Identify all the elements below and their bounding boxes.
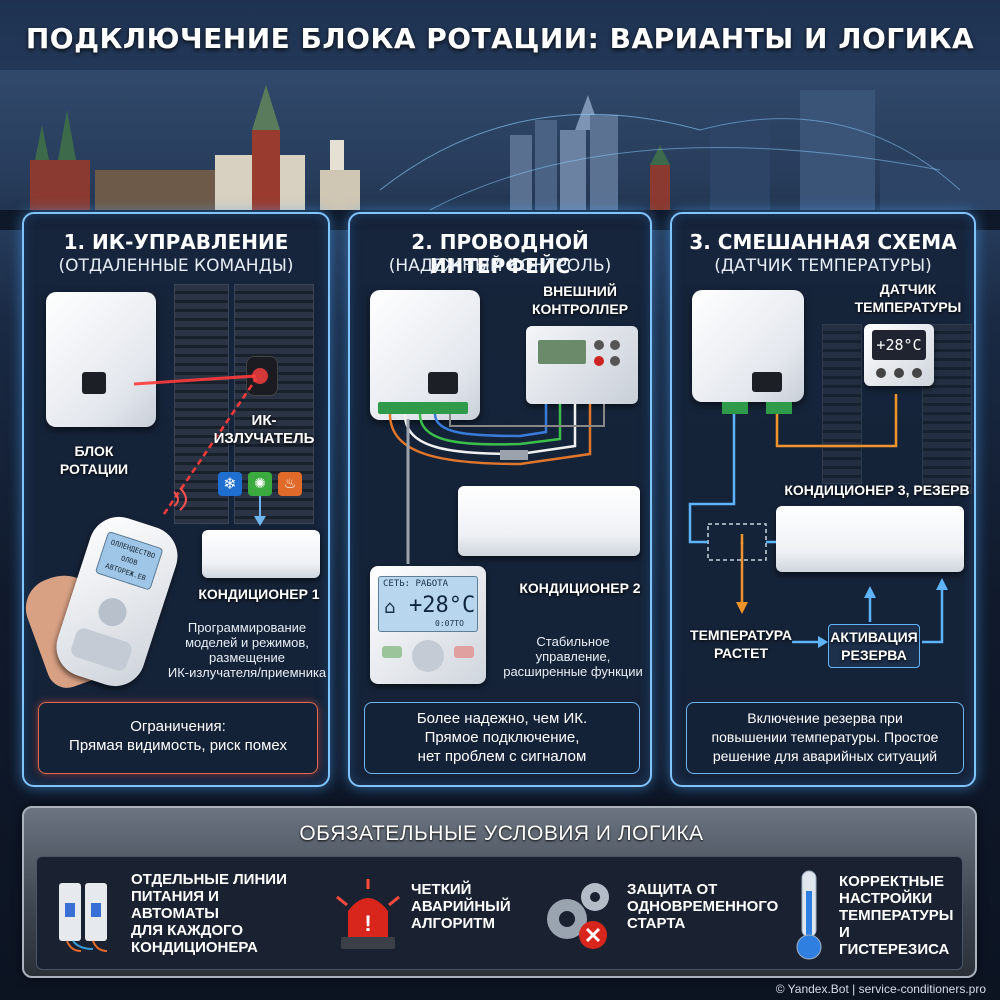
terminal-block xyxy=(378,402,468,414)
air-conditioner-3 xyxy=(776,506,964,572)
panel-1-subtitle: (ОТДАЛЕННЫЕ КОМАНДЫ) xyxy=(58,256,294,276)
circuit-breaker-icon xyxy=(53,877,117,953)
sensor-temperature-readout: +28°C xyxy=(876,336,922,354)
panel-2-info-text: Более надежно, чем ИК. Прямое подключени… xyxy=(416,710,588,765)
rotation-unit-device xyxy=(692,290,804,402)
panel-3-info-text: Включение резерва при повышении температ… xyxy=(711,710,939,764)
condition-text-2: ЧЕТКИЙ АВАРИЙНЫЙ АЛГОРИТМ xyxy=(411,881,511,932)
heat-icon: ♨ xyxy=(278,472,302,496)
mandatory-conditions-panel: ОБЯЗАТЕЛЬНЫЕ УСЛОВИЯ И ЛОГИКА ОТДЕЛЬНЫЕ … xyxy=(22,806,977,978)
conditions-title: ОБЯЗАТЕЛЬНЫЕ УСЛОВИЯ И ЛОГИКА xyxy=(299,822,704,845)
gears-icon xyxy=(537,873,617,957)
panel-ir-control: 1. ИК-УПРАВЛЕНИЕ (ОТДАЛЕННЫЕ КОМАНДЫ) БЛ… xyxy=(22,212,330,787)
wall-panel-status: СЕТЬ: РАБОТА xyxy=(383,579,449,589)
air-conditioner-2 xyxy=(458,486,640,556)
temperature-sensor-label: ДАТЧИК ТЕМПЕРАТУРЫ xyxy=(854,281,962,315)
external-controller-device xyxy=(526,326,638,404)
fan-icon: ✺ xyxy=(248,472,272,496)
activation-box: АКТИВАЦИЯ РЕЗЕРВА xyxy=(828,624,920,668)
panel-2-description: Стабильное управление, расширенные функц… xyxy=(503,634,643,679)
terminal-block xyxy=(722,402,748,414)
panel-3-title: 3. СМЕШАННАЯ СХЕМА xyxy=(689,230,957,254)
panel-3-info-box: Включение резерва при повышении температ… xyxy=(686,702,964,774)
remote-screen-text: ОЛЛЕНДЕСТВО ОЛОВ АВТОРЕЖ.ЕВ xyxy=(104,538,157,583)
rotation-unit-device xyxy=(46,292,156,427)
panel-2-subtitle: (НАДЕЖНЫЙ КОНТРОЛЬ) xyxy=(388,256,612,276)
snowflake-icon: ❄ xyxy=(218,472,242,496)
ac-1-label: КОНДИЦИОНЕР 1 xyxy=(198,586,320,602)
panel-3-subtitle: (ДАТЧИК ТЕМПЕРАТУРЫ) xyxy=(714,256,932,276)
city-skyline-illustration xyxy=(0,70,1000,230)
temperature-sensor-device: +28°C xyxy=(864,324,934,386)
wall-panel-screen: СЕТЬ: РАБОТА ⌂ +28°C 0:07ТО xyxy=(378,576,478,632)
rotation-unit-label: БЛОК РОТАЦИИ xyxy=(59,443,129,477)
condition-text-1: ОТДЕЛЬНЫЕ ЛИНИИ ПИТАНИЯ И АВТОМАТЫ ДЛЯ К… xyxy=(131,871,287,956)
condition-text-4: КОРРЕКТНЫЕ НАСТРОЙКИ ТЕМПЕРАТУРЫ И ГИСТЕ… xyxy=(839,873,954,958)
page-title: ПОДКЛЮЧЕНИЕ БЛОКА РОТАЦИИ: ВАРИАНТЫ И ЛО… xyxy=(25,22,975,55)
temperature-rises-label: ТЕМПЕРАТУРА РАСТЕТ xyxy=(690,627,792,661)
condition-text-3: ЗАЩИТА ОТ ОДНОВРЕМЕННОГО СТАРТА xyxy=(627,881,779,932)
thermometer-icon xyxy=(789,867,829,963)
air-conditioner-1 xyxy=(202,530,320,578)
panel-2-info-box: Более надежно, чем ИК. Прямое подключени… xyxy=(364,702,640,774)
logic-arrows xyxy=(688,394,948,648)
conditions-list: ОТДЕЛЬНЫЕ ЛИНИИ ПИТАНИЯ И АВТОМАТЫ ДЛЯ К… xyxy=(36,856,963,970)
home-icon: ⌂ xyxy=(384,597,396,618)
ac-3-label: КОНДИЦИОНЕР 3, РЕЗЕРВ xyxy=(784,482,970,498)
activation-label: АКТИВАЦИЯ РЕЗЕРВА xyxy=(830,629,918,663)
wall-panel-temperature: +28°C xyxy=(409,593,476,618)
remote-screen: ОЛЛЕНДЕСТВО ОЛОВ АВТОРЕЖ.ЕВ xyxy=(94,530,164,591)
ir-emitter-label: ИК- ИЗЛУЧАТЕЛЬ xyxy=(213,412,315,447)
panel-1-limitations-text: Ограничения: Прямая видимость, риск поме… xyxy=(69,718,287,754)
ac-2-label: КОНДИЦИОНЕР 2 xyxy=(519,580,641,596)
wiring xyxy=(388,404,605,564)
panel-wired-interface: 2. ПРОВОДНОЙ ИНТЕРФЕЙС (НАДЕЖНЫЙ КОНТРОЛ… xyxy=(348,212,652,787)
server-rack xyxy=(822,324,862,484)
panel-1-title: 1. ИК-УПРАВЛЕНИЕ xyxy=(63,230,289,254)
rotation-unit-device xyxy=(370,290,480,420)
external-controller-label: ВНЕШНИЙ КОНТРОЛЛЕР xyxy=(531,283,629,317)
wall-panel-small-text: 0:07ТО xyxy=(435,619,464,628)
ir-beam xyxy=(133,368,268,526)
alarm-siren-icon: ! xyxy=(333,877,403,953)
watermark: © Yandex.Bot | service-conditioners.pro xyxy=(775,982,986,996)
terminal-block xyxy=(766,402,792,414)
panel-1-limitations-box: Ограничения: Прямая видимость, риск поме… xyxy=(38,702,318,774)
panel-2-title: 2. ПРОВОДНОЙ ИНТЕРФЕЙС xyxy=(411,230,589,278)
wall-control-panel: СЕТЬ: РАБОТА ⌂ +28°C 0:07ТО xyxy=(370,566,486,684)
panel-1-description: Программирование моделей и режимов, разм… xyxy=(167,620,327,680)
panel-mixed-scheme: 3. СМЕШАННАЯ СХЕМА (ДАТЧИК ТЕМПЕРАТУРЫ) … xyxy=(670,212,976,787)
svg-text:!: ! xyxy=(364,911,371,936)
